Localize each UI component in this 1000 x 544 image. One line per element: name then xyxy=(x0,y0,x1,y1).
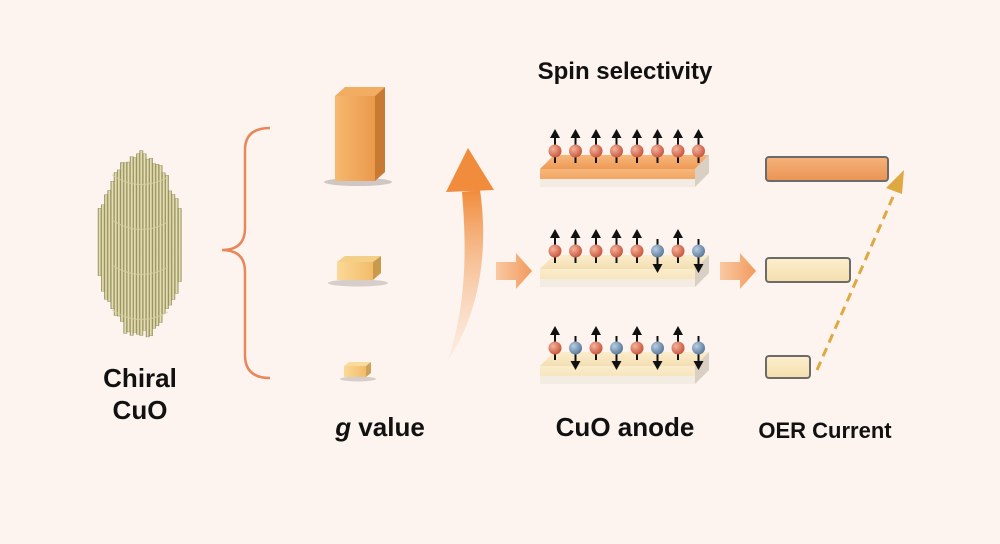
chiral-rod xyxy=(123,162,128,334)
chiral-strand xyxy=(111,309,169,321)
spin-down-icon xyxy=(610,336,623,370)
spin-up-icon xyxy=(569,129,582,163)
g-value-text: value xyxy=(351,412,425,442)
chiral-rod xyxy=(97,208,102,276)
chiral-rod xyxy=(152,163,156,329)
spin-up-icon xyxy=(548,326,562,360)
anode-base-face xyxy=(540,279,695,287)
chiral-rod xyxy=(155,163,160,327)
spin-down-icon xyxy=(651,239,664,273)
spin-up-icon xyxy=(589,129,603,163)
spin-down-icon xyxy=(692,239,705,273)
chiral-rod xyxy=(164,175,169,309)
spin-up-icon xyxy=(569,229,582,263)
spin-up-icon xyxy=(630,129,644,163)
spin-up-icon xyxy=(630,229,644,263)
chiral-rod xyxy=(116,169,121,317)
spin-up-icon xyxy=(589,229,603,263)
anode-base-face xyxy=(540,179,695,187)
block-arrow-to-anode-icon xyxy=(496,253,532,289)
chiral-rod xyxy=(107,190,112,302)
spin-down-icon xyxy=(569,336,582,370)
anode-side-face xyxy=(695,155,709,187)
chiral-rod xyxy=(100,204,105,292)
anode-base-face xyxy=(540,376,695,384)
g-value-box-large xyxy=(324,87,392,186)
spin-down-icon xyxy=(651,336,664,370)
anode-top-face xyxy=(540,352,709,366)
g-symbol: g xyxy=(335,412,352,442)
spin-up-icon xyxy=(630,326,644,360)
cuo-anode-label: CuO anode xyxy=(555,412,695,442)
spin-up-icon xyxy=(692,129,705,163)
chiral-strand xyxy=(111,174,169,186)
anode-side-face xyxy=(695,255,709,287)
chiral-rod xyxy=(136,153,140,335)
spin-down-icon xyxy=(692,336,705,370)
chiral-rod xyxy=(142,153,147,331)
dashed-increase-arrow-icon xyxy=(815,170,904,371)
spin-up-icon xyxy=(610,229,623,263)
chiral-rod xyxy=(113,172,118,316)
chiral-label-line1: Chiral xyxy=(103,363,177,393)
increase-curved-arrow-icon xyxy=(446,148,494,360)
spin-up-icon xyxy=(651,129,664,163)
g-value-label: g value xyxy=(300,412,460,443)
spin-up-icon xyxy=(671,229,685,263)
anode-middle xyxy=(540,229,709,287)
spin-up-icon xyxy=(548,229,562,263)
chiral-rod xyxy=(171,194,176,300)
spin-up-icon xyxy=(589,326,603,360)
cuo-anode-stack xyxy=(540,129,709,384)
anode-bottom xyxy=(540,326,709,384)
spin-up-icon xyxy=(610,129,623,163)
spin-up-icon xyxy=(671,129,685,163)
chiral-rod xyxy=(148,158,153,336)
anode-top-face xyxy=(540,255,709,269)
chiral-rod xyxy=(139,150,144,336)
chiral-rod xyxy=(104,194,109,300)
chiral-rod xyxy=(110,180,115,310)
bracket-icon xyxy=(221,126,271,380)
chiral-rod xyxy=(145,158,150,338)
oer-current-bar-high xyxy=(765,156,889,182)
chiral-cuo-structure-icon xyxy=(97,150,182,338)
chiral-strand xyxy=(111,264,169,276)
spin-up-icon xyxy=(548,129,562,163)
chiral-label-line2: CuO xyxy=(112,395,168,425)
spin-up-icon xyxy=(671,326,685,360)
chiral-rod xyxy=(158,165,163,323)
anode-top xyxy=(540,129,709,187)
g-value-box-small xyxy=(340,362,376,382)
chiral-rod xyxy=(161,172,166,314)
chiral-rod xyxy=(120,162,125,322)
oer-current-label: OER Current xyxy=(758,418,892,443)
chiral-rod xyxy=(168,190,172,306)
block-arrow-to-current-icon xyxy=(720,253,756,289)
spin-selectivity-title: Spin selectivity xyxy=(537,58,713,85)
anode-top-face xyxy=(540,155,709,169)
chiral-rod xyxy=(174,198,179,294)
g-value-box-medium xyxy=(328,256,388,287)
chiral-rod xyxy=(177,208,182,282)
chiral-rod xyxy=(126,161,131,333)
anode-side-face xyxy=(695,352,709,384)
chiral-strand xyxy=(111,219,169,231)
oer-current-bar-low xyxy=(765,355,811,379)
chiral-cuo-label: Chiral CuO xyxy=(80,362,200,426)
oer-current-bar-medium xyxy=(765,257,851,283)
